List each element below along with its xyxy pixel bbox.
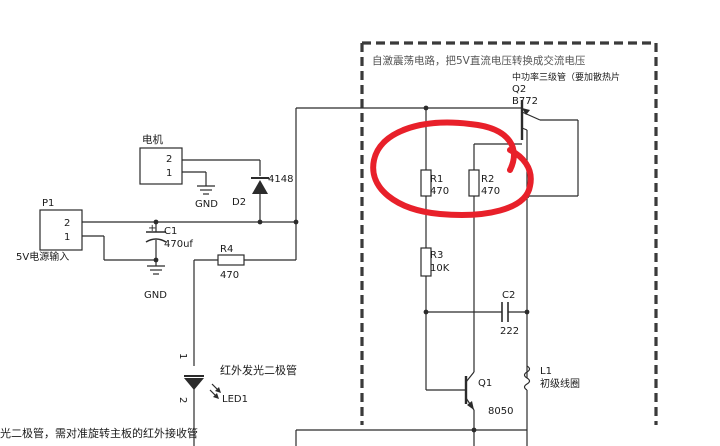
r1-resistor (420, 169, 432, 197)
l1-inductor (523, 365, 531, 391)
motor-pin2: 2 (166, 154, 172, 165)
r4-ref: R4 (220, 244, 233, 255)
c1-polarity: + (148, 223, 156, 234)
ground-symbol-2 (147, 265, 165, 275)
oscillator-dashed-box (360, 41, 658, 425)
c2-value: 222 (500, 326, 519, 337)
c2-ref: C2 (502, 290, 515, 301)
q2-ref: Q2 (512, 84, 526, 95)
led1-diode (184, 375, 221, 399)
led1-pin2: 2 (177, 397, 188, 403)
l1-ref: L1 (540, 366, 552, 377)
red-annotation-circle (370, 119, 534, 218)
p1-desc: 5V电源输入 (16, 250, 69, 263)
led1-pin1: 1 (177, 353, 188, 359)
d2-part: 4148 (268, 174, 293, 185)
q2-transistor-symbol (520, 100, 541, 140)
led1-desc: 红外发光二极管 (220, 363, 297, 377)
r2-resistor (468, 169, 480, 197)
r3-ref: R3 (430, 250, 443, 261)
q1-ref: Q1 (478, 378, 492, 389)
bottom-note: 光二极管，需对准旋转主板的红外接收管 (0, 426, 198, 440)
c1-ref: C1 (164, 226, 177, 237)
q2-part: B772 (512, 96, 538, 107)
p1-pin2: 2 (64, 218, 70, 229)
led1-ref: LED1 (222, 394, 248, 405)
motor-connector (139, 147, 183, 185)
q1-transistor-symbol (464, 371, 475, 411)
q1-part: 8050 (488, 406, 513, 417)
c1-capacitor (145, 231, 167, 243)
l1-desc: 初级线圈 (540, 377, 580, 390)
r3-value: 10K (430, 263, 450, 274)
q2-role-label: 中功率三级管（要加散热片 (512, 71, 620, 83)
r2-ref: R2 (481, 174, 494, 185)
p1-pin1: 1 (64, 232, 70, 243)
r1-value: 470 (430, 186, 449, 197)
r1-ref: R1 (430, 174, 443, 185)
box-title: 自激震荡电路，把5V直流电压转换成交流电压 (372, 54, 586, 67)
r4-value: 470 (220, 270, 239, 281)
junctions (153, 105, 530, 433)
d2-ref: D2 (232, 197, 246, 208)
r4-resistor (217, 254, 245, 266)
p1-connector (39, 209, 83, 251)
d2-diode (251, 177, 269, 194)
c1-value: 470uf (164, 239, 193, 250)
motor-pin1: 1 (166, 168, 172, 179)
c2-capacitor (501, 302, 509, 322)
ground-symbol-1 (197, 185, 215, 195)
r3-resistor (420, 247, 432, 277)
p1-ref: P1 (42, 198, 54, 209)
gnd2-label: GND (144, 290, 167, 301)
motor-title: 电机 (142, 133, 163, 146)
gnd1-label: GND (195, 199, 218, 210)
r2-value: 470 (481, 186, 500, 197)
